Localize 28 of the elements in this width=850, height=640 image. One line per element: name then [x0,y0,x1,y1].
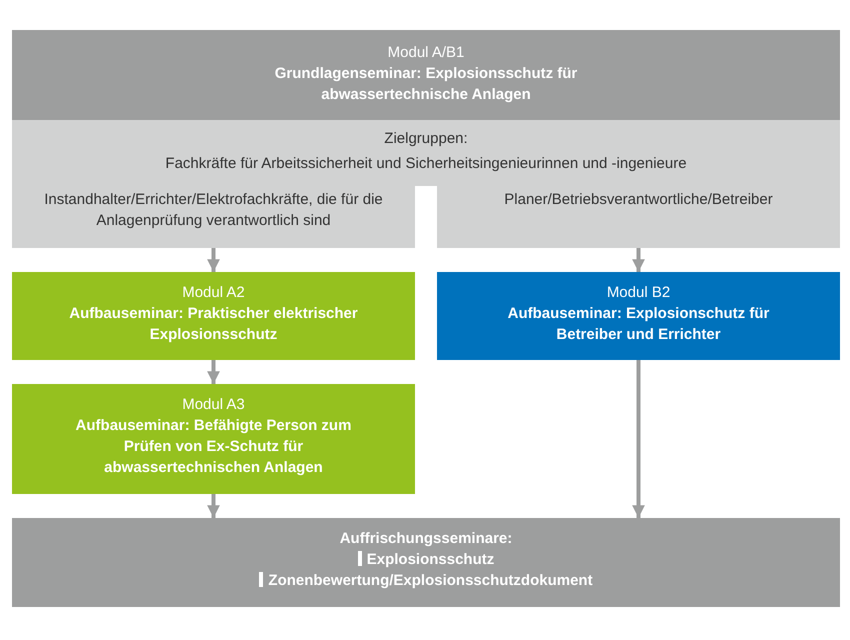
target-group-panel [12,185,415,248]
body-text: Instandhalter/Errichter/Elektrofachkräfte, die für die Anlagenprüfung verantwortlich sind [43,190,384,231]
module-box [12,30,840,120]
heading: Modul A2 [182,283,245,303]
body-text: Planer/Betriebsverantwortliche/Betreiber [504,190,773,210]
refresher-box [12,518,840,607]
heading: Zielgruppen: [384,129,468,149]
list-item: Explosionsschutz [366,551,494,568]
arrow [632,360,645,518]
list-item: Zonenbewertung/Explosionsschutzdokument [268,572,593,589]
heading: Auffrischungsseminare: [340,529,512,549]
body-text: Aufbauseminar: Praktischer elektrischer Explosionsschutz [68,304,359,345]
heading: Modul A3 [182,395,245,415]
heading: Modul B2 [606,283,670,303]
target-group-band [12,120,840,186]
arrow [207,494,220,518]
heading: Modul A/B1 [388,43,464,63]
body-text: Grundlagenseminar: Explosionsschutz für abwassertechnische Anlagen [274,64,578,105]
body-text: Aufbauseminar: Explosionschutz für Betreiber und Errichter [506,304,770,345]
arrow [207,248,220,272]
target-group-panel [437,185,840,248]
body-text: Fachkräfte für Arbeitssicherheit und Sicherheitsingenieurinnen und -ingenieure [165,154,687,174]
arrow [207,360,220,384]
body-text: Aufbauseminar: Befähigte Person zum Prüfen von Ex-Schutz für abwassertechnischen Anlagen [74,416,352,478]
module-box [12,384,415,494]
module-box [437,272,840,360]
module-box [12,272,415,360]
arrow [632,248,645,272]
